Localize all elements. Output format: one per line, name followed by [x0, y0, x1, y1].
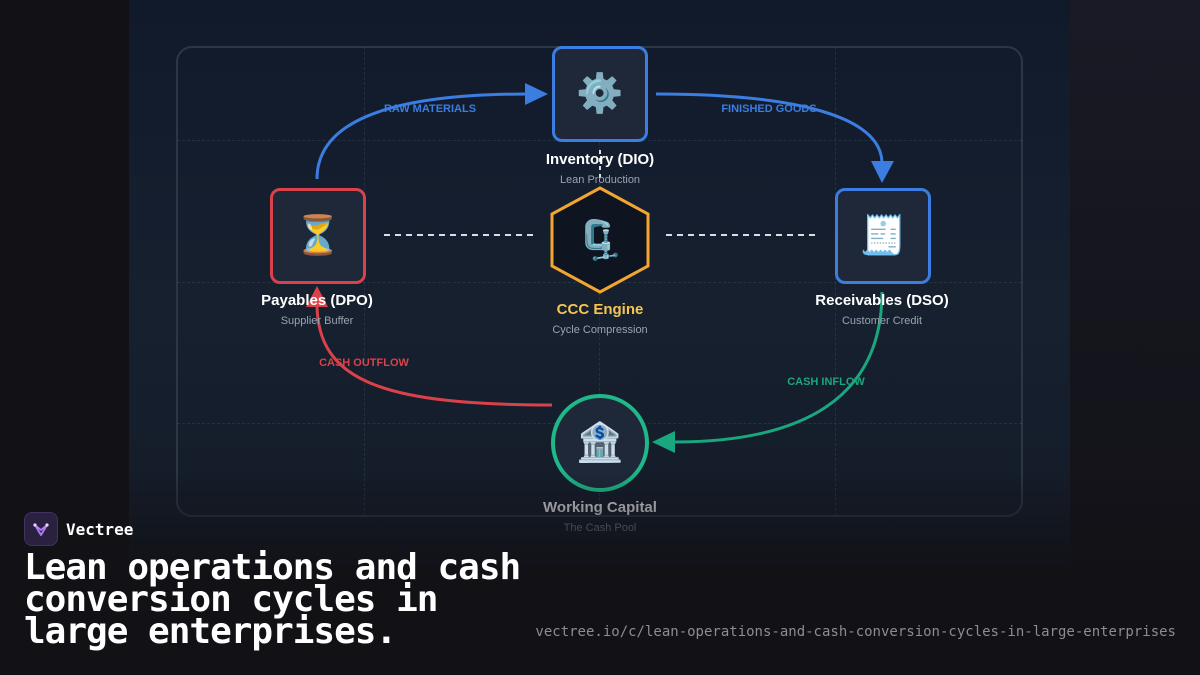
finished-goods-arrow [655, 92, 884, 163]
inventory-subtitle: Lean Production [559, 174, 641, 186]
working-capital-node[interactable]: 🏦 [551, 394, 649, 492]
working-capital-subtitle: The Cash Pool [563, 522, 637, 534]
vectree-logo-icon [24, 512, 58, 546]
payables-subtitle: Supplier Buffer [280, 315, 354, 327]
ccc-engine-hexagon [550, 186, 650, 294]
grid-line [835, 47, 836, 516]
hourglass-icon: ⏳ [294, 215, 342, 257]
raw-materials-arrow [315, 92, 529, 180]
ccc-engine-node[interactable]: 🗜️ [550, 186, 650, 296]
bank-icon: 🏦 [576, 422, 624, 464]
cash-outflow-arrowhead [306, 286, 328, 307]
payables-title: Payables (DPO) [261, 292, 373, 309]
finished-goods-arrowhead [871, 161, 894, 183]
inventory-title: Inventory (DIO) [545, 151, 655, 168]
grid-line [364, 47, 365, 516]
cash-outflow-arrow [315, 304, 553, 407]
cash-outflow-label: CASH OUTFLOW [319, 357, 409, 369]
finished-goods-label: FINISHED GOODS [721, 103, 817, 115]
brand: Vectree [24, 512, 133, 546]
ccc-engine-subtitle: Cycle Compression [552, 324, 648, 336]
headline: Lean operations and cash conversion cycl… [24, 547, 521, 652]
ccc-engine-title: CCC Engine [556, 301, 644, 318]
receivables-title: Receivables (DSO) [815, 292, 949, 309]
working-capital-title: Working Capital [543, 499, 657, 516]
receivables-subtitle: Customer Credit [841, 315, 923, 327]
receipt-icon: 🧾 [859, 215, 907, 257]
cash-inflow-label: CASH INFLOW [787, 376, 865, 388]
cash-inflow-arrowhead [652, 431, 675, 453]
receivables-node[interactable]: 🧾 [835, 188, 931, 284]
article-url[interactable]: vectree.io/c/lean-operations-and-cash-co… [535, 624, 1176, 640]
payables-node[interactable]: ⏳ [270, 188, 366, 284]
brand-name: Vectree [66, 519, 134, 539]
clamp-icon: 🗜️ [576, 220, 624, 262]
gear-icon: ⚙️ [576, 73, 624, 115]
raw-materials-arrowhead [525, 83, 548, 105]
cash-inflow-arrow [673, 291, 884, 444]
inventory-node[interactable]: ⚙️ [552, 46, 648, 142]
raw-materials-label: RAW MATERIALS [383, 103, 477, 115]
